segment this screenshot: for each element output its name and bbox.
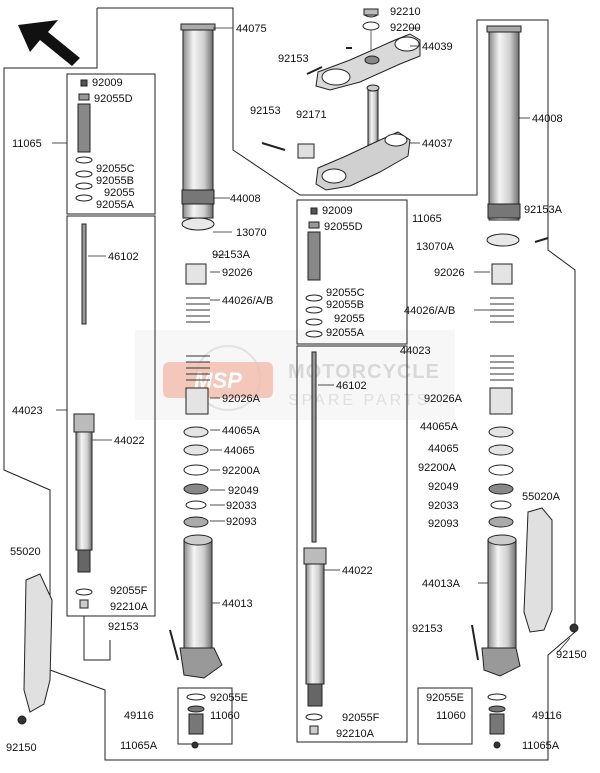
label-92093-left[interactable]: 92093 <box>226 516 257 528</box>
label-92009-left[interactable]: 92009 <box>92 77 123 89</box>
label-11065A-left[interactable]: 11065A <box>120 740 158 752</box>
label-11060-right[interactable]: 11060 <box>436 710 466 722</box>
label-44008-left[interactable]: 44008 <box>230 193 261 205</box>
label-55020A[interactable]: 55020A <box>522 491 561 503</box>
label-44023-left[interactable]: 44023 <box>12 405 43 417</box>
arrow-up-left-icon <box>18 20 80 66</box>
label-92200A-right[interactable]: 92200A <box>418 462 457 474</box>
leader-lines <box>52 27 571 653</box>
label-92026-right[interactable]: 92026 <box>434 267 465 279</box>
label-92153-mid[interactable]: 92153 <box>250 105 281 117</box>
label-11065-left[interactable]: 11065 <box>12 138 42 150</box>
label-55020[interactable]: 55020 <box>10 546 41 558</box>
label-92055E-right[interactable]: 92055E <box>426 692 464 704</box>
label-92033-right[interactable]: 92033 <box>428 500 459 512</box>
label-44023-center[interactable]: 44023 <box>400 345 431 357</box>
label-92049-right[interactable]: 92049 <box>428 481 459 493</box>
label-92171[interactable]: 92171 <box>296 109 327 121</box>
label-92210A-center[interactable]: 92210A <box>336 728 375 740</box>
label-92055C-center[interactable]: 92055C <box>326 287 365 299</box>
frame-outlines <box>3 7 576 761</box>
label-49116-left[interactable]: 49116 <box>124 710 154 722</box>
label-44013[interactable]: 44013 <box>222 598 253 610</box>
label-92210A-left[interactable]: 92210A <box>110 601 149 613</box>
label-44022-center[interactable]: 44022 <box>342 565 373 577</box>
label-44065A-left[interactable]: 44065A <box>222 425 261 437</box>
label-92026A-left[interactable]: 92026A <box>222 393 261 405</box>
label-92055A-center[interactable]: 92055A <box>326 327 365 339</box>
watermark-line1: MOTORCYCLE <box>288 361 440 383</box>
label-92153-right[interactable]: 92153 <box>412 623 443 635</box>
label-44037[interactable]: 44037 <box>422 138 453 150</box>
label-92055-left[interactable]: 92055 <box>104 187 135 199</box>
label-92049-left[interactable]: 92049 <box>228 485 259 497</box>
label-92055D-left[interactable]: 92055D <box>94 93 133 105</box>
right-spring <box>490 297 514 381</box>
center-cartridge <box>303 207 327 735</box>
label-92026-left[interactable]: 92026 <box>222 267 253 279</box>
label-44065A-right[interactable]: 44065A <box>420 421 459 433</box>
label-92026A-right[interactable]: 92026A <box>424 393 463 405</box>
label-13070A[interactable]: 13070A <box>416 241 455 253</box>
label-11065-center[interactable]: 11065 <box>412 213 442 225</box>
label-11060-left[interactable]: 11060 <box>210 710 240 722</box>
label-11065A-right[interactable]: 11065A <box>522 740 560 752</box>
label-92153-lower-left[interactable]: 92153 <box>108 621 139 633</box>
label-92200[interactable]: 92200 <box>390 22 421 34</box>
label-44008-right[interactable]: 44008 <box>532 113 563 125</box>
left-cartridge <box>17 79 95 725</box>
label-44065-left[interactable]: 44065 <box>224 445 255 457</box>
label-92153-top[interactable]: 92153 <box>278 53 309 65</box>
label-46102-left[interactable]: 46102 <box>108 251 139 263</box>
label-44026-left[interactable]: 44026/A/B <box>222 295 273 307</box>
label-44026-right[interactable]: 44026/A/B <box>404 305 455 317</box>
label-92153A-right[interactable]: 92153A <box>524 204 563 216</box>
label-44013A[interactable]: 44013A <box>422 578 461 590</box>
right-fork-tubes <box>471 25 579 749</box>
label-92150-right[interactable]: 92150 <box>556 649 587 661</box>
label-44065-right[interactable]: 44065 <box>428 443 459 455</box>
label-92153A-left[interactable]: 92153A <box>212 249 251 261</box>
label-92055A-left[interactable]: 92055A <box>96 199 135 211</box>
label-44075[interactable]: 44075 <box>236 23 267 35</box>
label-44022-left[interactable]: 44022 <box>114 435 145 447</box>
part-labels: 44075 92210 92200 44039 92153 92153 9217… <box>6 6 587 754</box>
watermark-line2: SPARE PARTS <box>288 392 430 409</box>
label-92009-center[interactable]: 92009 <box>322 205 353 217</box>
label-92093-right[interactable]: 92093 <box>428 518 459 530</box>
label-92055B-left[interactable]: 92055B <box>96 175 134 187</box>
label-92200A-left[interactable]: 92200A <box>222 465 261 477</box>
label-92210[interactable]: 92210 <box>390 6 421 18</box>
label-46102-center[interactable]: 46102 <box>336 380 367 392</box>
left-fork-tubes <box>169 23 223 749</box>
triple-clamp-assembly <box>261 8 421 191</box>
label-92055C-left[interactable]: 92055C <box>96 163 135 175</box>
label-92055F-left[interactable]: 92055F <box>110 585 148 597</box>
label-44039[interactable]: 44039 <box>422 41 453 53</box>
label-92055B-center[interactable]: 92055B <box>326 299 364 311</box>
label-92055F-center[interactable]: 92055F <box>342 712 380 724</box>
label-13070[interactable]: 13070 <box>236 227 267 239</box>
label-92055E-left[interactable]: 92055E <box>210 692 248 704</box>
label-92055-center[interactable]: 92055 <box>334 313 365 325</box>
label-92055D-center[interactable]: 92055D <box>324 221 363 233</box>
label-49116-right[interactable]: 49116 <box>532 710 562 722</box>
label-92150-left[interactable]: 92150 <box>6 742 37 754</box>
left-spring <box>186 297 210 381</box>
label-92033-left[interactable]: 92033 <box>226 500 257 512</box>
